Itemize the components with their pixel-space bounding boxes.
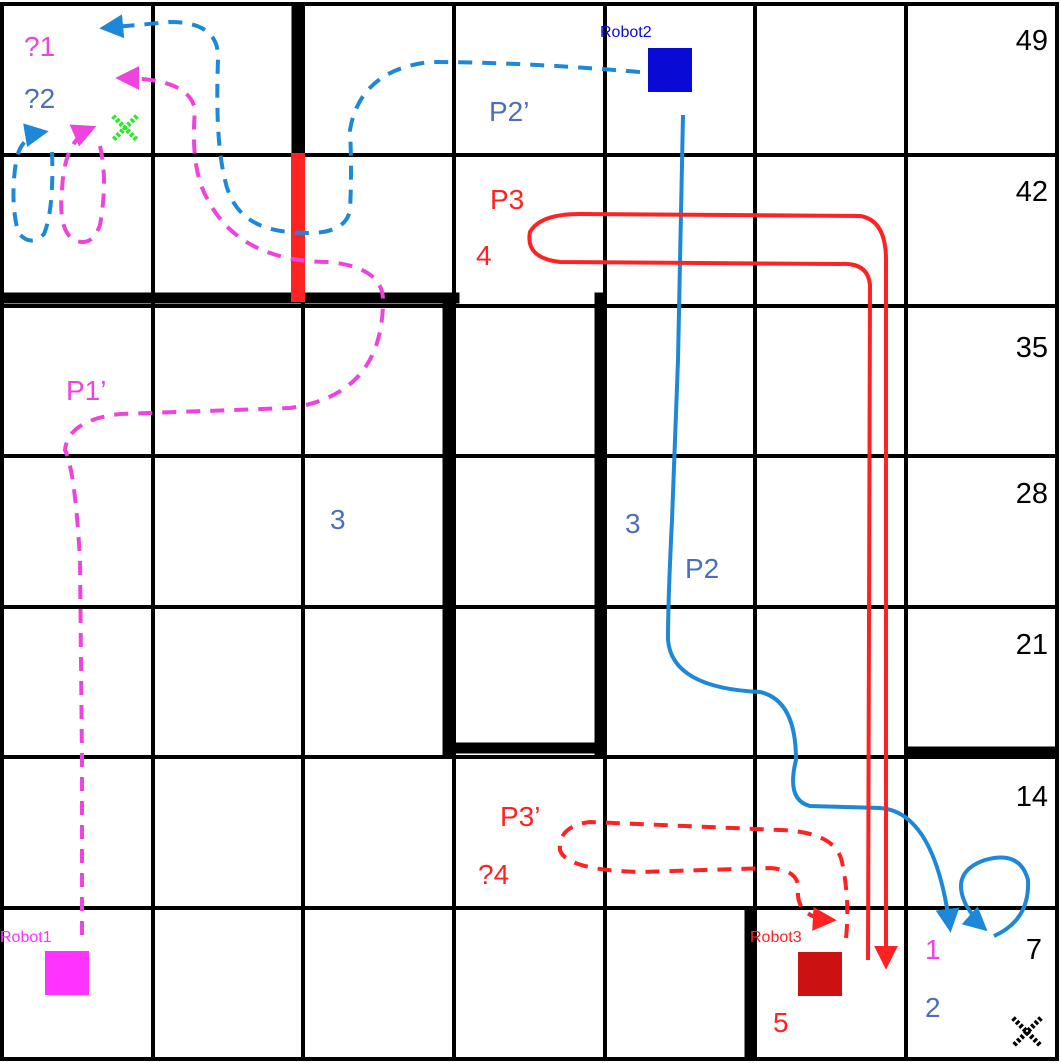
label-p1-prime: P1’: [66, 375, 106, 406]
path-p3-prime: [557, 819, 850, 939]
label-p2-prime: P2’: [489, 96, 529, 127]
label-q1: ?1: [24, 31, 55, 62]
robot2-marker: [648, 48, 692, 92]
path-p1-prime: [62, 66, 386, 935]
label-p3-prime: P3’: [500, 801, 540, 832]
label-3-right: 3: [625, 508, 641, 539]
robot2-label: Robot2: [600, 24, 652, 41]
label-p3: P3: [490, 184, 524, 215]
path-q1-loop: [59, 124, 106, 245]
path-p2-prime: [99, 14, 641, 235]
label-q4: ?4: [478, 859, 509, 890]
path-p2-loop: [959, 855, 1031, 938]
cell-number-7: 7: [1026, 934, 1042, 966]
label-3-left: 3: [330, 504, 346, 535]
path-p3: [527, 211, 898, 970]
cell-number-42: 42: [1016, 176, 1048, 208]
cell-number-49: 49: [1016, 25, 1048, 57]
robot3-label: Robot3: [750, 929, 802, 946]
robot1-label: Robot1: [0, 929, 52, 946]
x-marker-icon: [111, 114, 139, 142]
label-2: 2: [925, 992, 941, 1023]
path-q2-loop: [11, 123, 55, 243]
x-marker-icon: [1011, 1016, 1043, 1048]
robot1-marker: [45, 951, 89, 995]
label-p2: P2: [685, 553, 719, 584]
robot3-marker: [798, 952, 842, 996]
cell-number-14: 14: [1016, 781, 1048, 813]
cell-number-28: 28: [1016, 478, 1048, 510]
cell-number-21: 21: [1016, 629, 1048, 661]
label-4: 4: [476, 240, 492, 271]
cell-number-35: 35: [1016, 332, 1048, 364]
label-q2: ?2: [24, 83, 55, 114]
path-p2: [665, 114, 960, 933]
label-1: 1: [925, 934, 941, 965]
label-5: 5: [773, 1007, 789, 1038]
